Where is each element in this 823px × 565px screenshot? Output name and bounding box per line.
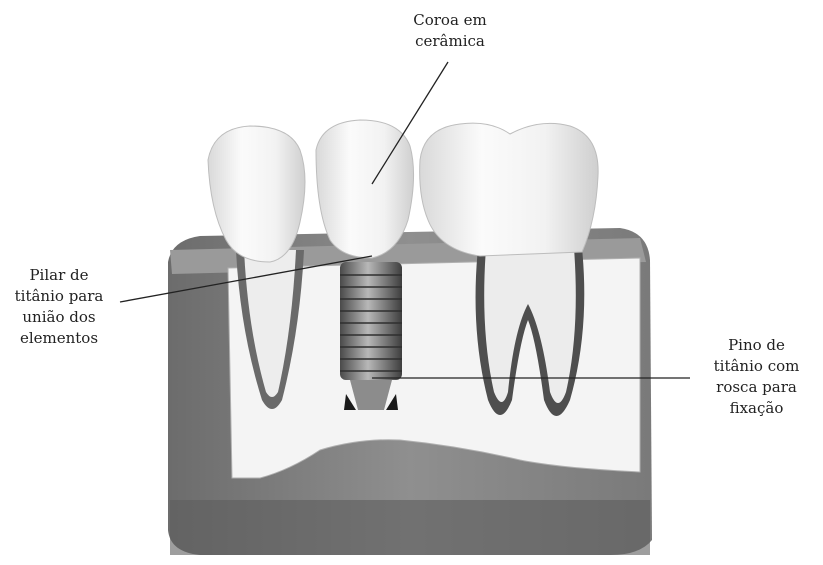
abutment-label-line-2: titânio para bbox=[0, 286, 118, 307]
screw-label-line-3: rosca para bbox=[690, 377, 823, 398]
crown-label: Coroa em cerâmica bbox=[395, 10, 505, 52]
abutment-label-line-4: elementos bbox=[0, 328, 118, 349]
crown-label-line-2: cerâmica bbox=[395, 31, 505, 52]
abutment-label: Pilar de titânio para união dos elemento… bbox=[0, 265, 118, 349]
abutment-label-line-3: união dos bbox=[0, 307, 118, 328]
screw-label-line-2: titânio com bbox=[690, 356, 823, 377]
abutment-label-line-1: Pilar de bbox=[0, 265, 118, 286]
screw-label-line-1: Pino de bbox=[690, 335, 823, 356]
crown-label-line-1: Coroa em bbox=[395, 10, 505, 31]
screw-label-line-4: fixação bbox=[690, 398, 823, 419]
screw-label: Pino de titânio com rosca para fixação bbox=[690, 335, 823, 419]
molar-crown bbox=[420, 123, 598, 256]
